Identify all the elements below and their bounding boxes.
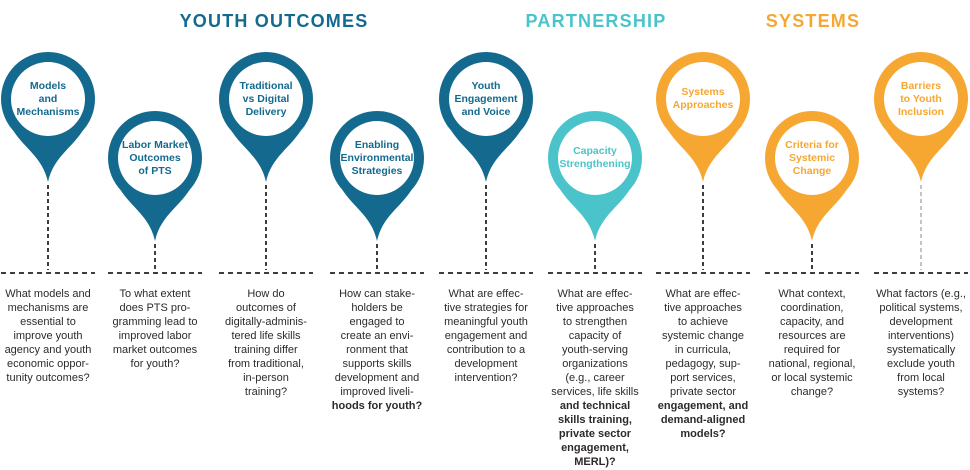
map-pin: Barriers to Youth Inclusion bbox=[873, 51, 969, 183]
connector-line bbox=[594, 244, 596, 270]
research-question: What models and mechanisms are essential… bbox=[4, 288, 92, 384]
map-pin: Youth Engagement and Voice bbox=[438, 51, 534, 183]
baseline-dash bbox=[108, 272, 202, 274]
map-pin: Systems Approaches bbox=[655, 51, 751, 183]
connector-line bbox=[376, 244, 378, 270]
pin-label: Traditional vs Digital Delivery bbox=[239, 79, 293, 118]
map-pin: Capacity Strengthening bbox=[547, 110, 643, 242]
connector-line bbox=[702, 185, 704, 270]
map-pin-icon bbox=[1, 52, 95, 182]
baseline-dash bbox=[439, 272, 533, 274]
map-pin-icon bbox=[656, 52, 750, 182]
map-pin: Traditional vs Digital Delivery bbox=[218, 51, 314, 183]
research-question: To what extent does PTS pro- gramming le… bbox=[112, 288, 198, 370]
map-pin: Labor Market Outcomes of PTS bbox=[107, 110, 203, 242]
pin-column-models-and-mechanisms: Models and Mechanisms What models and me… bbox=[0, 0, 102, 470]
pin-column-capacity-strengthening: Capacity Strengthening What are effec- t… bbox=[541, 0, 649, 470]
baseline-dash bbox=[656, 272, 750, 274]
pin-column-systems-approaches: Systems Approaches What are effec- tive … bbox=[649, 0, 757, 470]
map-pin-icon bbox=[330, 111, 424, 241]
research-question: What are effec- tive strategies for mean… bbox=[444, 288, 528, 384]
research-question: How do outcomes of digitally-adminis- te… bbox=[225, 288, 307, 398]
baseline-dash bbox=[1, 272, 95, 274]
section-header-partnership: PARTNERSHIP bbox=[525, 11, 667, 31]
connector-line bbox=[811, 244, 813, 270]
pin-column-enabling-environmental: Enabling Environmental Strategies How ca… bbox=[323, 0, 431, 470]
pin-label: Criteria for Systemic Change bbox=[785, 138, 839, 177]
pin-label: Youth Engagement and Voice bbox=[454, 79, 518, 118]
research-question: What are effec- tive approaches to achie… bbox=[657, 288, 749, 440]
baseline-dash bbox=[219, 272, 313, 274]
map-pin-icon bbox=[219, 52, 313, 182]
research-question: How can stake- holders be engaged to cre… bbox=[331, 288, 423, 412]
connector-line bbox=[920, 185, 922, 270]
map-pin-icon bbox=[765, 111, 859, 241]
connector-line bbox=[154, 244, 156, 270]
pin-column-traditional-vs-digital: Traditional vs Digital Delivery How do o… bbox=[212, 0, 320, 470]
connector-line bbox=[485, 185, 487, 270]
baseline-dash bbox=[548, 272, 642, 274]
research-question: What are effec- tive approaches to stren… bbox=[551, 288, 639, 468]
map-pin: Criteria for Systemic Change bbox=[764, 110, 860, 242]
pin-label: Capacity Strengthening bbox=[559, 145, 631, 170]
pin-column-criteria-systemic-change: Criteria for Systemic Change What contex… bbox=[758, 0, 866, 470]
section-header-youth-outcomes: YOUTH OUTCOMES bbox=[179, 11, 369, 31]
map-pin: Models and Mechanisms bbox=[0, 51, 96, 183]
pin-column-barriers-youth-inclusion: Barriers to Youth Inclusion What factors… bbox=[867, 0, 970, 470]
map-pin: Enabling Environmental Strategies bbox=[329, 110, 425, 242]
baseline-dash bbox=[765, 272, 859, 274]
research-question: What factors (e.g., political systems, d… bbox=[876, 288, 966, 398]
map-pin-icon bbox=[548, 111, 642, 241]
pin-column-youth-engagement: Youth Engagement and Voice What are effe… bbox=[432, 0, 540, 470]
map-pin-icon bbox=[108, 111, 202, 241]
research-question: What context, coordination, capacity, an… bbox=[768, 288, 856, 398]
section-header-systems: SYSTEMS bbox=[765, 11, 861, 31]
pin-column-labor-market-outcomes: Labor Market Outcomes of PTS To what ext… bbox=[101, 0, 209, 470]
map-pin-icon bbox=[439, 52, 533, 182]
baseline-dash bbox=[874, 272, 968, 274]
connector-line bbox=[265, 185, 267, 270]
pin-label: Labor Market Outcomes of PTS bbox=[122, 138, 188, 177]
connector-line bbox=[47, 185, 49, 270]
map-pin-icon bbox=[874, 52, 968, 182]
baseline-dash bbox=[330, 272, 424, 274]
pin-label: Enabling Environmental Strategies bbox=[340, 138, 414, 177]
pin-label: Models and Mechanisms bbox=[16, 79, 80, 118]
pin-label: Barriers to Youth Inclusion bbox=[897, 79, 945, 118]
pin-label: Systems Approaches bbox=[672, 86, 734, 111]
